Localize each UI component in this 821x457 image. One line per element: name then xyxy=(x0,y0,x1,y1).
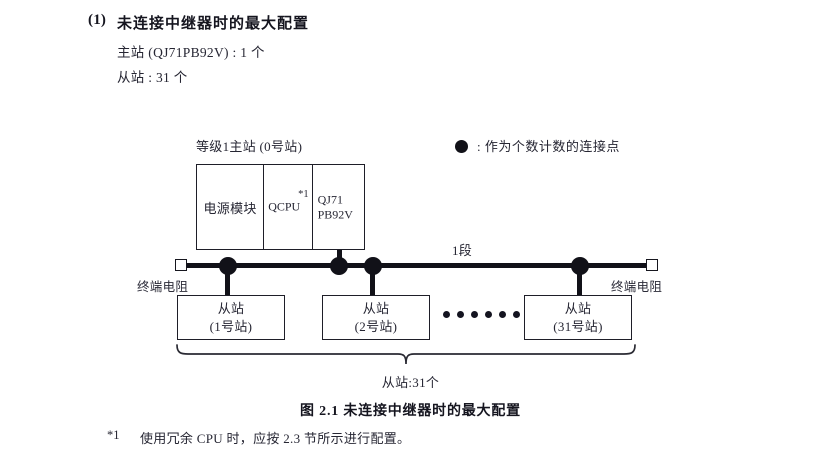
ellipsis-dot xyxy=(499,311,506,318)
slave-label-line2: (1号站) xyxy=(209,318,253,334)
slave-drop-riser xyxy=(225,266,230,295)
figure-caption: 图 2.1 未连接中继器时的最大配置 xyxy=(300,404,521,419)
brace-shape xyxy=(176,344,636,365)
brace-caption: 从站:31个 xyxy=(381,375,440,390)
qcpu-cell: QCPU *1 xyxy=(264,165,313,249)
slave-drop-riser xyxy=(577,266,582,295)
footnote-text: 使用冗余 CPU 时，应按 2.3 节所示进行配置。 xyxy=(140,431,411,446)
slave-station-box: 从站 (1号站) xyxy=(177,295,285,340)
footnote-mark: *1 xyxy=(107,428,120,442)
slave-label-line2: (2号站) xyxy=(354,318,398,334)
slave-group-brace xyxy=(170,344,642,373)
qj71pb92v-label-line2: PB92V xyxy=(317,207,353,221)
segment-label: 1段 xyxy=(452,243,473,258)
ellipsis-dot xyxy=(457,311,464,318)
legend-label: : 作为个数计数的连接点 xyxy=(477,139,620,154)
slave-label-line1: 从站 xyxy=(217,301,245,317)
ellipsis-dot xyxy=(485,311,492,318)
slave-label-line2: (31号站) xyxy=(553,318,603,334)
power-module-cell: 电源模块 xyxy=(197,165,265,249)
qcpu-label: QCPU xyxy=(268,199,301,214)
spec-master-count: 主站 (QJ71PB92V) : 1 个 xyxy=(117,45,265,60)
section-number: (1) xyxy=(88,12,107,28)
terminating-resistor-left xyxy=(175,259,187,271)
slave-drop-riser xyxy=(370,266,375,295)
master-station-label: 等级1主站 (0号站) xyxy=(196,139,303,154)
terminating-resistor-right xyxy=(646,259,658,271)
ellipsis-dot xyxy=(443,311,450,318)
legend: : 作为个数计数的连接点 xyxy=(455,136,620,156)
slave-label-line1: 从站 xyxy=(362,301,390,317)
ellipsis-dot xyxy=(471,311,478,318)
bus-line xyxy=(184,263,653,268)
connection-point-dot xyxy=(330,257,348,275)
power-module-label: 电源模块 xyxy=(203,200,257,216)
spec-slave-count: 从站 : 31 个 xyxy=(117,70,188,85)
slave-label-line1: 从站 xyxy=(564,301,592,317)
qcpu-footnote-mark: *1 xyxy=(298,189,309,200)
page-title: 未连接中继器时的最大配置 xyxy=(117,16,310,32)
terminating-resistor-left-label: 终端电阻 xyxy=(137,280,189,294)
slave-station-box: 从站 (31号站) xyxy=(524,295,632,340)
terminating-resistor-right-label: 终端电阻 xyxy=(611,280,663,294)
ellipsis-dot xyxy=(513,311,520,318)
slave-station-box: 从站 (2号站) xyxy=(322,295,430,340)
qj71pb92v-label-line1: QJ71 xyxy=(317,192,343,207)
ellipsis-dots xyxy=(443,311,520,318)
filled-circle-icon xyxy=(455,140,468,153)
